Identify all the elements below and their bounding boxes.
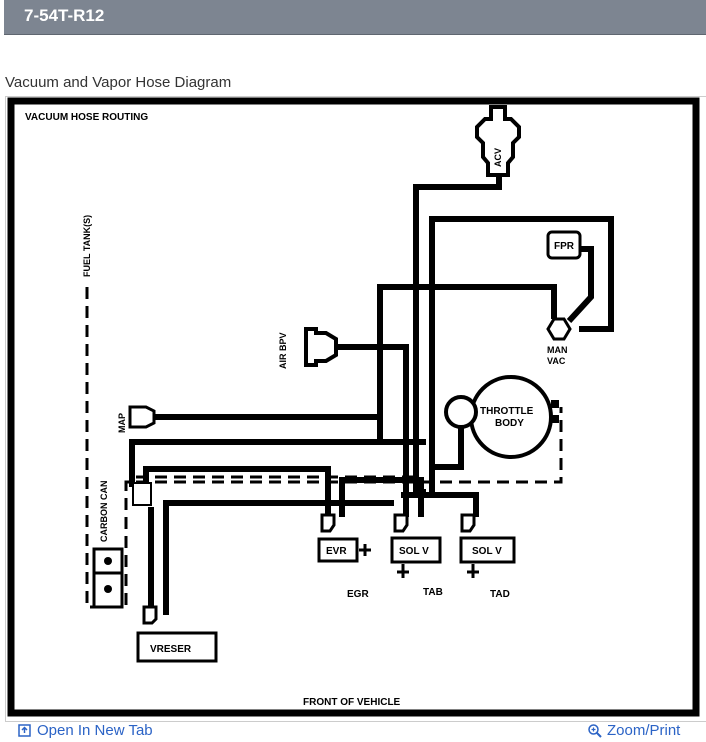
man-vac-component: MAN VAC xyxy=(546,317,572,366)
vapor-lines xyxy=(85,287,563,609)
throttle-label: THROTTLE xyxy=(480,406,534,417)
open-tab-icon xyxy=(18,724,31,737)
fuel-tank-label: FUEL TANK(S) xyxy=(82,215,92,277)
map-component: MAP xyxy=(117,405,156,433)
body-label: BODY xyxy=(495,418,524,429)
vreser-label: VRESER xyxy=(150,644,192,655)
zoom-print-link[interactable]: Zoom/Print xyxy=(588,722,680,739)
throttle-body-component: THROTTLE BODY xyxy=(444,375,559,459)
carbon-can-label: CARBON CAN xyxy=(99,481,109,543)
vreser-component: VRESER xyxy=(136,605,218,663)
page-title: 7-54T-R12 xyxy=(24,6,105,25)
sol-v-2-label: SOL V xyxy=(472,546,502,557)
zoom-print-label: Zoom/Print xyxy=(607,722,681,739)
fpr-component: FPR xyxy=(546,230,582,260)
open-new-tab-link[interactable]: Open In New Tab xyxy=(18,722,153,739)
evr-component: EVR EGR xyxy=(317,513,371,600)
sol-v-2-component: SOL V TAD xyxy=(459,513,516,600)
map-label: MAP xyxy=(117,413,127,433)
hose-lines xyxy=(129,177,614,615)
heading-label: VACUUM HOSE ROUTING xyxy=(25,112,148,123)
air-bpv-label: AIR BPV xyxy=(278,332,288,369)
acv-label: ACV xyxy=(493,148,503,167)
acv-component: ACV xyxy=(475,105,521,177)
sol-v-1-label: SOL V xyxy=(399,546,429,557)
diagram-border xyxy=(7,97,700,717)
front-of-vehicle-label: FRONT OF VEHICLE xyxy=(303,697,401,708)
carbon-can-component: CARBON CAN xyxy=(92,481,152,609)
zoom-icon xyxy=(588,724,602,738)
air-bpv-component: AIR BPV xyxy=(278,327,338,369)
egr-label: EGR xyxy=(347,589,369,600)
vacuum-hose-diagram: VACUUM HOSE ROUTING ACV xyxy=(7,97,700,717)
header-bar: 7-54T-R12 xyxy=(4,0,706,35)
tad-label: TAD xyxy=(490,589,510,600)
sol-v-1-component: SOL V TAB xyxy=(390,513,443,598)
open-new-tab-label: Open In New Tab xyxy=(37,722,153,739)
evr-label: EVR xyxy=(326,546,347,557)
diagram-frame[interactable]: VACUUM HOSE ROUTING ACV xyxy=(5,96,706,722)
man-label: MAN xyxy=(547,345,568,355)
diagram-caption: Vacuum and Vapor Hose Diagram xyxy=(5,74,232,91)
tab-label: TAB xyxy=(423,587,443,598)
vac-label: VAC xyxy=(547,356,566,366)
fpr-label: FPR xyxy=(554,241,575,252)
